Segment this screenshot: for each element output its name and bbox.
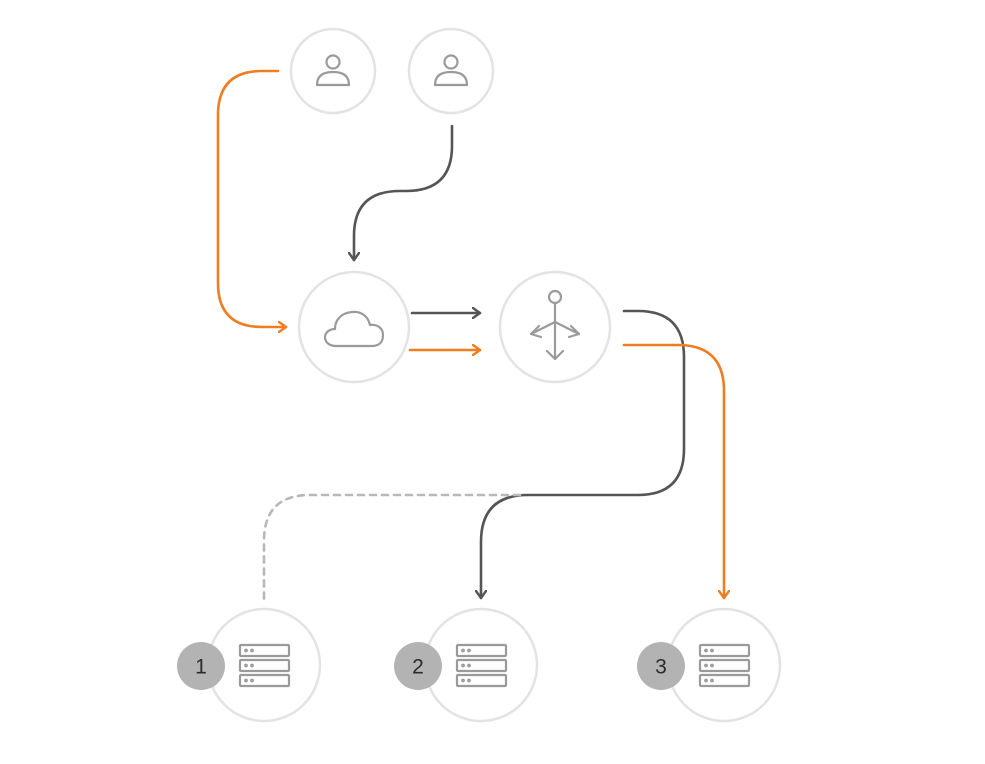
connector-dashed-to-server1 <box>262 493 522 602</box>
server-icon <box>455 643 508 688</box>
server-badge-1: 1 <box>177 642 225 690</box>
server-badge-3: 3 <box>637 642 685 690</box>
server-node-1[interactable]: 1 <box>177 607 322 723</box>
cloud-node[interactable] <box>297 270 411 384</box>
server-badge-number: 2 <box>412 656 424 679</box>
load-balancer-icon <box>529 289 581 361</box>
server-node-3[interactable]: 3 <box>637 607 782 723</box>
connectors <box>216 69 724 602</box>
server-icon <box>698 643 751 688</box>
connector-balancer-to-server2 <box>481 309 686 600</box>
cloud-icon <box>323 310 385 348</box>
server-node-2[interactable]: 2 <box>394 607 539 723</box>
server-icon <box>238 643 291 688</box>
connector-user2-to-cloud <box>354 124 454 262</box>
load-balancer-node[interactable] <box>498 270 612 384</box>
server-badge-number: 1 <box>195 656 207 679</box>
user-icon <box>315 54 351 87</box>
server-badge-2: 2 <box>394 642 442 690</box>
connector-user1-to-cloud <box>216 69 288 327</box>
connector-balancer-to-server3 <box>622 343 724 600</box>
server-badge-number: 3 <box>655 656 667 679</box>
user-icon <box>433 54 469 87</box>
user-node-1[interactable] <box>289 27 377 115</box>
user-node-2[interactable] <box>407 27 495 115</box>
